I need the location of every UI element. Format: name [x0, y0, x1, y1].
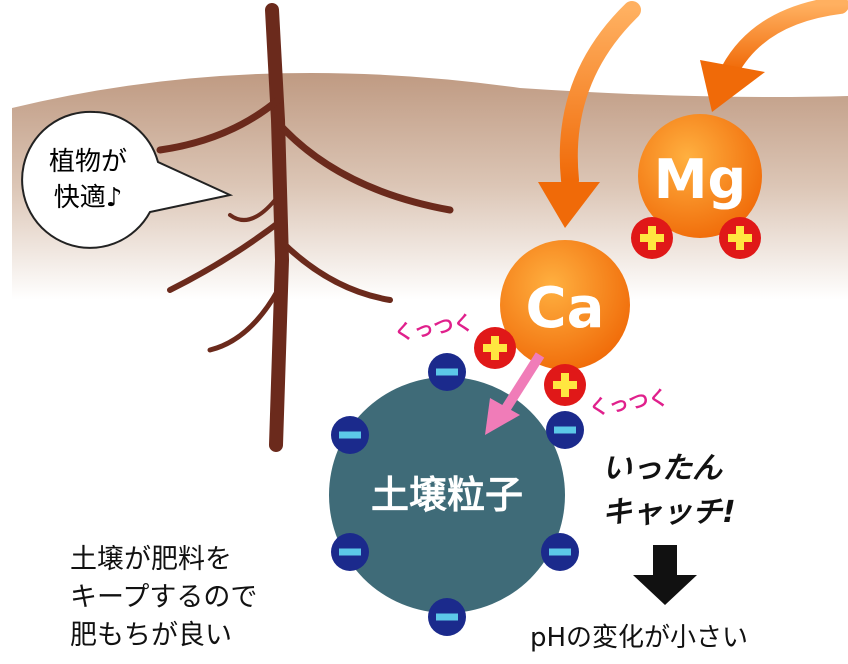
plant-root: [156, 3, 454, 452]
plus-charge-icon: [719, 217, 761, 259]
ion-arrow-ca: [538, 1, 641, 228]
minus-charge-icon: [541, 533, 579, 571]
minus-charge-icon: [428, 353, 466, 391]
plus-charge-icon: [474, 327, 516, 369]
mg-label: Mg: [654, 148, 746, 211]
particle-label: 土壌粒子: [371, 473, 523, 517]
soil-particle: 土壌粒子: [329, 377, 565, 613]
ca-ion: Ca: [500, 240, 630, 370]
bubble-line-1: 植物が: [49, 147, 127, 177]
keep-note-line-2: キープするので: [70, 582, 257, 613]
minus-charge-icon: [546, 411, 584, 449]
ion-arrow-mg: [700, 0, 848, 112]
minus-charge-icon: [331, 533, 369, 571]
keep-note-line-3: 肥もちが良い: [70, 620, 232, 651]
stick-label-1: くっつく: [392, 310, 475, 345]
minus-charge-icon: [331, 416, 369, 454]
keep-note-line-1: 土壌が肥料を: [70, 544, 232, 575]
minus-charge-icon: [428, 598, 466, 636]
down-arrow: [633, 545, 697, 605]
catch-line-2: キャッチ!: [602, 495, 736, 530]
attach-arrow: [485, 352, 545, 435]
stick-label-2: くっつく: [587, 385, 670, 420]
ph-note: pHの変化が小さい: [530, 623, 748, 653]
ca-label: Ca: [526, 276, 605, 341]
bubble-line-2: 快適♪: [54, 183, 123, 213]
mg-ion: Mg: [638, 114, 762, 238]
plus-charge-icon: [544, 364, 586, 406]
plus-charge-icon: [631, 217, 673, 259]
catch-line-1: いったん: [602, 451, 723, 486]
speech-bubble: 植物が 快適♪: [21, 110, 234, 249]
